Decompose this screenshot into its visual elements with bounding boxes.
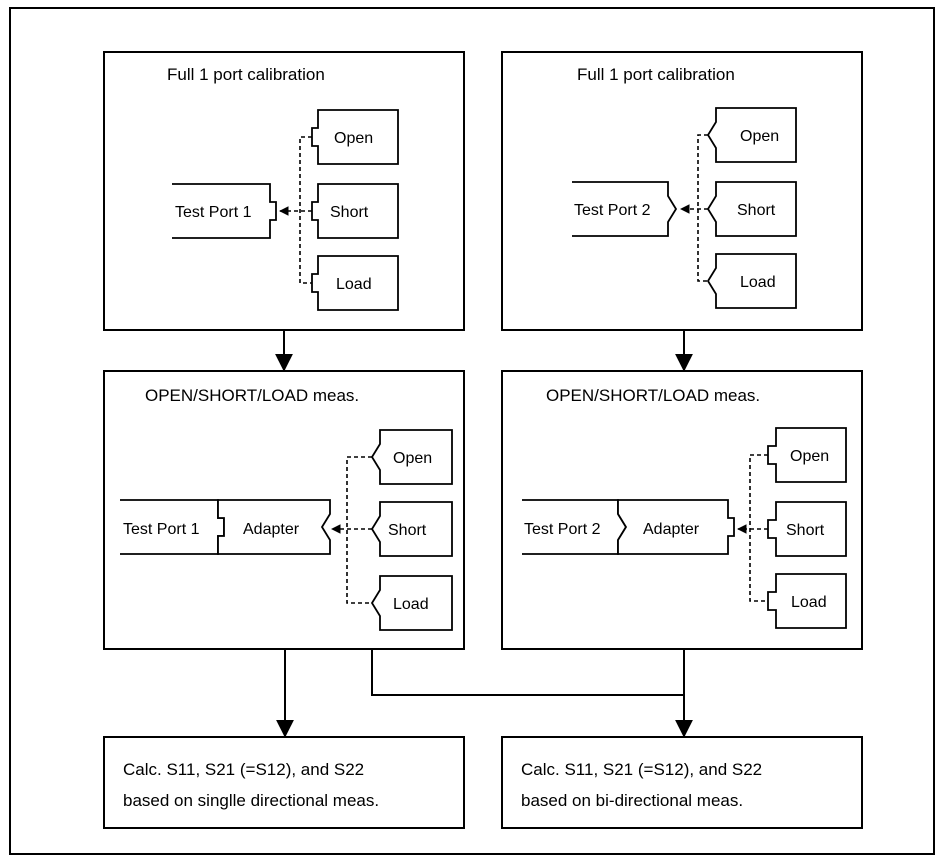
test-port-2-label-meas: Test Port 2 [524,521,601,538]
load-standard-2 [706,253,797,309]
load-standard-1 [311,255,399,311]
open-label-3: Open [393,450,432,467]
adapter-2 [617,499,735,555]
result-single-line1: Calc. S11, S21 (=S12), and S22 [123,760,364,779]
load-label-3: Load [393,596,429,613]
load-label-2: Load [740,274,776,291]
cal-block-port2-title: Full 1 port calibration [577,65,735,84]
test-port-2-connector [572,181,678,237]
cal-block-port2 [501,51,863,331]
open-label-2: Open [740,128,779,145]
short-standard-3 [370,501,453,557]
adapter-label-2: Adapter [643,521,700,538]
load-standard-4 [767,573,847,629]
test-port-1-label-meas: Test Port 1 [123,521,200,538]
result-bi-line2: based on bi-directional meas. [521,791,743,810]
flow-line-meas1-to-result2 [371,649,684,696]
open-standard-2 [706,107,797,163]
load-standard-3 [370,575,453,631]
dashed-bus-3 [346,456,372,604]
result-bi-line1: Calc. S11, S21 (=S12), and S22 [521,760,762,779]
test-port-1-connector [172,183,277,239]
dashed-bus-2 [697,134,708,282]
result-block-single [103,736,465,829]
short-label-2: Short [737,202,776,219]
meas-block-port1-title: OPEN/SHORT/LOAD meas. [145,386,359,405]
short-label-1: Short [330,204,369,221]
test-port-2-label: Test Port 2 [574,202,651,219]
dashed-bus-1 [299,136,312,284]
meas-block-port2-title: OPEN/SHORT/LOAD meas. [546,386,760,405]
result-single-line2: based on singlle directional meas. [123,791,379,810]
load-label-4: Load [791,594,827,611]
open-label-1: Open [334,130,373,147]
open-standard-1 [311,109,399,165]
open-label-4: Open [790,448,829,465]
short-standard-2 [706,181,797,237]
short-standard-4 [767,501,847,557]
adapter-label-1: Adapter [243,521,300,538]
cal-block-port1 [103,51,465,331]
short-label-3: Short [388,522,427,539]
cal-block-port1-title: Full 1 port calibration [167,65,325,84]
test-port-1-label: Test Port 1 [175,204,252,221]
dashed-bus-4 [749,454,768,602]
short-label-4: Short [786,522,825,539]
adapter-1 [217,499,331,555]
result-block-bi [501,736,863,829]
open-standard-4 [767,427,847,483]
load-label-1: Load [336,276,372,293]
short-standard-1 [311,183,399,239]
open-standard-3 [370,429,453,485]
